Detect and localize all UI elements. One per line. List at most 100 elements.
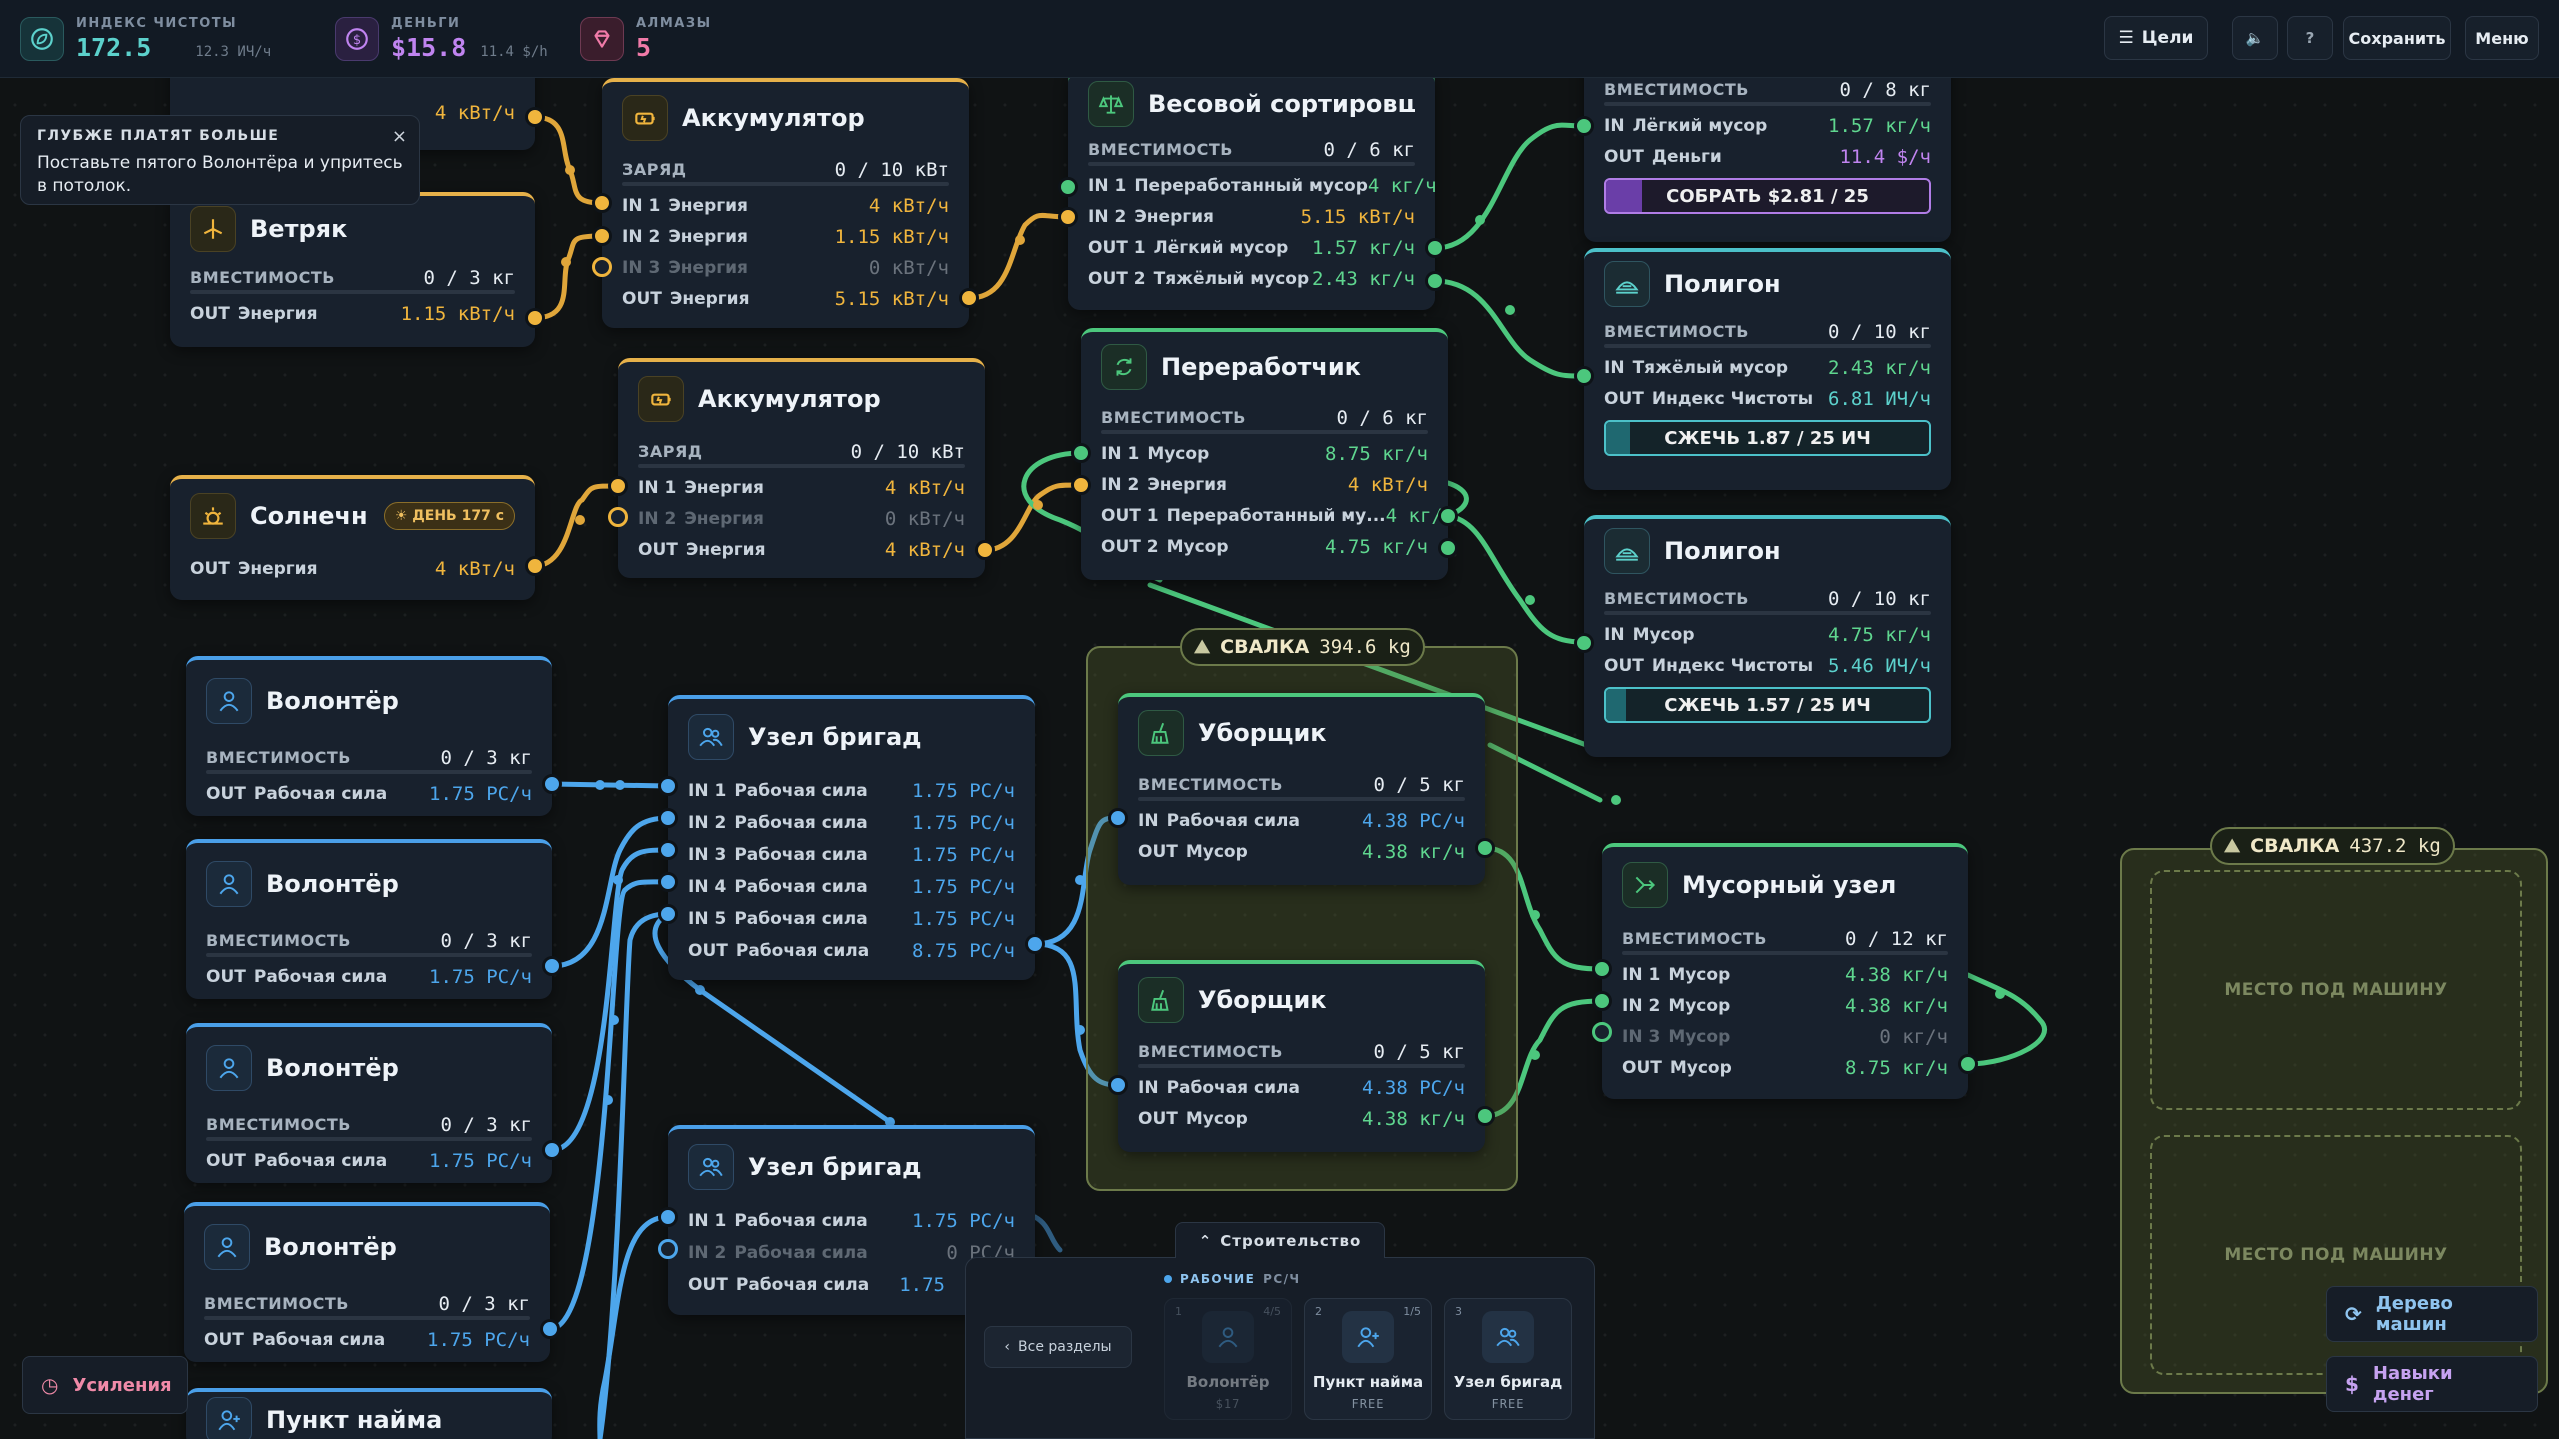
node-title: Пункт найма xyxy=(266,1406,443,1434)
burn-button[interactable]: СЖЕЧЬ 1.87 / 25 ИЧ xyxy=(1604,420,1931,456)
cleanliness-stat: ИНДЕКС ЧИСТОТЫ 172.5 12.3 ИЧ/ч xyxy=(20,12,271,66)
build-tab[interactable]: ⌃Строительство xyxy=(1175,1222,1385,1258)
node-title: Уборщик xyxy=(1198,719,1327,747)
input-port[interactable] xyxy=(1592,991,1612,1011)
input-port[interactable] xyxy=(658,904,678,924)
input-port-empty[interactable] xyxy=(608,507,628,527)
goals-button[interactable]: ☰Цели xyxy=(2104,16,2208,60)
merge-icon xyxy=(1622,862,1668,908)
output-port[interactable] xyxy=(542,956,562,976)
list-icon: ☰ xyxy=(2118,28,2134,48)
output-port[interactable] xyxy=(525,107,545,127)
input-port[interactable] xyxy=(608,476,628,496)
input-port-empty[interactable] xyxy=(1592,1022,1612,1042)
output-port[interactable] xyxy=(1958,1054,1978,1074)
dump-label: ⛰ СВАЛКА 394.6 kg xyxy=(1180,628,1425,666)
input-port[interactable] xyxy=(1058,207,1078,227)
output-port[interactable] xyxy=(542,774,562,794)
input-port[interactable] xyxy=(1058,177,1078,197)
dump-label: ⛰ СВАЛКА 437.2 kg xyxy=(2210,827,2455,865)
input-port-empty[interactable] xyxy=(658,1239,678,1259)
input-port[interactable] xyxy=(1592,959,1612,979)
sound-button[interactable]: 🔈 xyxy=(2232,16,2278,60)
group-icon xyxy=(688,714,734,760)
broom-icon xyxy=(1138,710,1184,756)
input-port[interactable] xyxy=(658,840,678,860)
output-port[interactable] xyxy=(525,308,545,328)
input-port[interactable] xyxy=(592,193,612,213)
windmill-icon xyxy=(190,206,236,252)
input-port[interactable] xyxy=(658,776,678,796)
mound-icon: ⛰ xyxy=(1194,636,1211,658)
output-port[interactable] xyxy=(975,540,995,560)
output-port[interactable] xyxy=(1475,1106,1495,1126)
money-skills-button[interactable]: $Навыки денег xyxy=(2326,1356,2538,1412)
input-port[interactable] xyxy=(1108,808,1128,828)
burn-button[interactable]: СЖЕЧЬ 1.57 / 25 ИЧ xyxy=(1604,687,1931,723)
input-port[interactable] xyxy=(1574,633,1594,653)
output-port[interactable] xyxy=(1425,271,1445,291)
output-port[interactable] xyxy=(542,1140,562,1160)
output-port[interactable] xyxy=(1438,538,1458,558)
input-port[interactable] xyxy=(658,1207,678,1227)
close-icon[interactable]: × xyxy=(391,126,407,147)
section-label: РАБОЧИЕ РС/Ч xyxy=(1164,1272,1300,1286)
output-port[interactable] xyxy=(525,556,545,576)
hire-point-node[interactable]: Пункт найма xyxy=(186,1388,552,1439)
machine-slot[interactable]: МЕСТО ПОД МАШИНУ xyxy=(2150,870,2522,1110)
person-icon xyxy=(1202,1311,1254,1363)
input-port[interactable] xyxy=(658,872,678,892)
sun-icon: ☀ xyxy=(394,508,413,524)
output-port[interactable] xyxy=(1475,838,1495,858)
mound-icon xyxy=(1604,528,1650,574)
input-port-empty[interactable] xyxy=(592,257,612,277)
input-port[interactable] xyxy=(1574,116,1594,136)
output-port[interactable] xyxy=(1425,238,1445,258)
input-port[interactable] xyxy=(1071,475,1091,495)
input-port[interactable] xyxy=(1108,1075,1128,1095)
chevron-up-icon: ⌃ xyxy=(1198,1231,1213,1250)
machine-tree-button[interactable]: ⟳Дерево машин xyxy=(2326,1286,2538,1342)
broom-icon xyxy=(1138,977,1184,1023)
help-button[interactable]: ? xyxy=(2287,16,2333,60)
collect-button[interactable]: СОБРАТЬ $2.81 / 25 xyxy=(1604,178,1931,214)
save-button[interactable]: Сохранить xyxy=(2343,16,2451,60)
toast-text: Поставьте пятого Волонтёра и упритесь в … xyxy=(37,153,403,196)
boosts-button[interactable]: ◷Усиления xyxy=(22,1356,188,1414)
scales-icon xyxy=(1088,81,1134,127)
input-port[interactable] xyxy=(1071,443,1091,463)
menu-button[interactable]: Меню xyxy=(2465,16,2539,60)
output-port[interactable] xyxy=(959,288,979,308)
output-port[interactable] xyxy=(1025,934,1045,954)
input-port[interactable] xyxy=(658,808,678,828)
output-port[interactable] xyxy=(540,1319,560,1339)
leaf-icon xyxy=(20,17,64,61)
node-title: Узел бригад xyxy=(748,1153,922,1181)
input-port[interactable] xyxy=(1574,366,1594,386)
group-icon xyxy=(1482,1311,1534,1363)
node-title: Мусорный узел xyxy=(1682,871,1897,899)
output-port[interactable] xyxy=(1438,506,1458,526)
input-port[interactable] xyxy=(592,226,612,246)
build-card-brigade[interactable]: 3 Узел бригад FREE xyxy=(1444,1298,1572,1420)
all-sections-button[interactable]: ‹Все разделы xyxy=(984,1326,1132,1368)
